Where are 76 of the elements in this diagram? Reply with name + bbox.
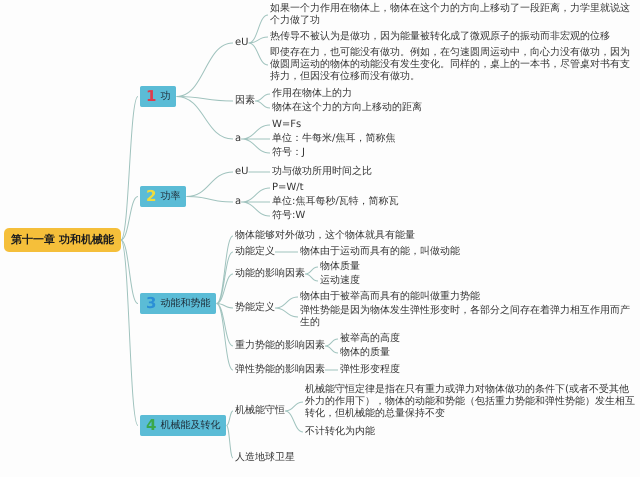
branch-text: 机械能守恒定律是指在只有重力或弹力对物体做功的条件下(或者不受其他外力的作用下），物体的动能和势能（包括重力势能和弹性势能）发生相互转化，但机械能的总量保持不变 xyxy=(305,384,635,420)
branch-line xyxy=(324,338,338,346)
topic-number: 2 xyxy=(146,188,156,205)
branch-line xyxy=(274,296,298,308)
branch-text: 物体的质量 xyxy=(340,347,390,359)
branch-line xyxy=(304,274,318,282)
branch-text: 物体由于运动而具有的能，叫做动能 xyxy=(300,246,460,258)
branch-text: 不计转化为内能 xyxy=(305,426,375,438)
branch-line xyxy=(216,274,234,304)
branch-line xyxy=(120,96,138,240)
branch-text: P=W/t xyxy=(272,182,304,194)
branch-text: 势能定义 xyxy=(235,302,275,314)
topic-label: 功 xyxy=(160,90,170,104)
branch-line xyxy=(216,303,234,370)
branch-text: 运动速度 xyxy=(320,275,360,287)
branch-text: W=Fs xyxy=(272,119,302,131)
topic-label: 功率 xyxy=(160,190,180,204)
branch-text: 动能的影响因素 xyxy=(235,268,305,280)
branch-line xyxy=(120,240,138,304)
branch-text: 单位:焦耳每秒/瓦特，简称瓦 xyxy=(272,196,399,208)
branch-text: eU xyxy=(235,37,248,49)
branch-text: 重力势能的影响因素 xyxy=(235,340,325,352)
topic-number: 4 xyxy=(146,417,156,434)
branch-line xyxy=(216,303,234,346)
branch-line xyxy=(186,196,234,202)
branch-text: 弹性势能是因为物体发生弹性形变时，各部分之间存在着弹力相互作用而产生的 xyxy=(300,305,635,329)
branch-text: 弹性形变程度 xyxy=(340,364,400,376)
branch-text: a xyxy=(235,133,242,145)
branch-text: 符号:W xyxy=(272,210,306,222)
branch-line xyxy=(240,202,270,216)
branch-line xyxy=(216,303,234,308)
branch-text: 物体能够对外做功，这个物体就具有能量 xyxy=(235,230,415,242)
branch-line xyxy=(240,138,270,154)
topic-box xyxy=(140,293,216,314)
branch-text: 动能定义 xyxy=(235,246,275,258)
branch-text: 弹性势能的影响因素 xyxy=(235,364,325,376)
branch-line xyxy=(274,308,298,318)
branch-text: 符号：J xyxy=(272,147,305,159)
branch-text: 被举高的高度 xyxy=(340,333,400,345)
branch-text: a xyxy=(235,196,242,208)
branch-line xyxy=(248,42,268,66)
branch-text: 物体在这个力的方向上移动的距离 xyxy=(272,102,422,114)
branch-text: 人造地球卫星 xyxy=(235,452,295,464)
topic-box xyxy=(140,86,176,107)
branch-text: 如果一个力作用在物体上，物体在这个力的方向上移动了一段距离，力学里就说这个力做了功 xyxy=(270,3,635,27)
branch-text: 热传导不被认为是做功，因为能量被转化成了微观原子的振动而非宏观的位移 xyxy=(270,31,610,43)
branch-line xyxy=(254,94,270,102)
branch-text: 作用在物体上的力 xyxy=(272,88,352,100)
branch-line xyxy=(216,236,234,304)
branch-line xyxy=(248,36,268,44)
branch-line xyxy=(226,425,234,458)
branch-text: 物体质量 xyxy=(320,261,360,273)
topic-label: 机械能及转化 xyxy=(160,418,220,433)
branch-text: 单位：牛每米/焦耳，简称焦 xyxy=(272,133,396,145)
branch-text: 功与做功所用时间之比 xyxy=(272,166,372,178)
topic-box xyxy=(140,186,186,207)
branch-text: 因素 xyxy=(235,95,255,107)
branch-line xyxy=(120,240,138,426)
branch-line xyxy=(226,410,234,426)
branch-line xyxy=(284,402,304,412)
branch-line xyxy=(254,100,270,108)
branch-text: 物体由于被举高而具有的能叫做重力势能 xyxy=(300,291,480,303)
branch-line xyxy=(176,96,234,140)
topic-label: 动能和势能 xyxy=(160,296,210,311)
central-topic: 第十一章 功和机械能 xyxy=(4,228,121,252)
branch-line xyxy=(284,410,304,432)
branch-text: eU xyxy=(235,166,248,178)
branch-line xyxy=(324,346,338,354)
branch-line xyxy=(304,266,318,274)
topic-box xyxy=(140,415,226,436)
topic-number: 1 xyxy=(146,88,156,105)
branch-text: 机械能守恒 xyxy=(235,405,285,417)
branch-line xyxy=(248,14,268,44)
branch-line xyxy=(216,252,234,304)
branch-text: 即使存在力，也可能没有做功。例如，在匀速圆周运动中，向心力没有做功，因为做圆周运动的物体的动能没有发生变化。同样的，桌上的一本书，尽管桌对书有支持力，但因没有位移而没有做功。 xyxy=(270,47,635,83)
branch-line xyxy=(120,196,138,240)
